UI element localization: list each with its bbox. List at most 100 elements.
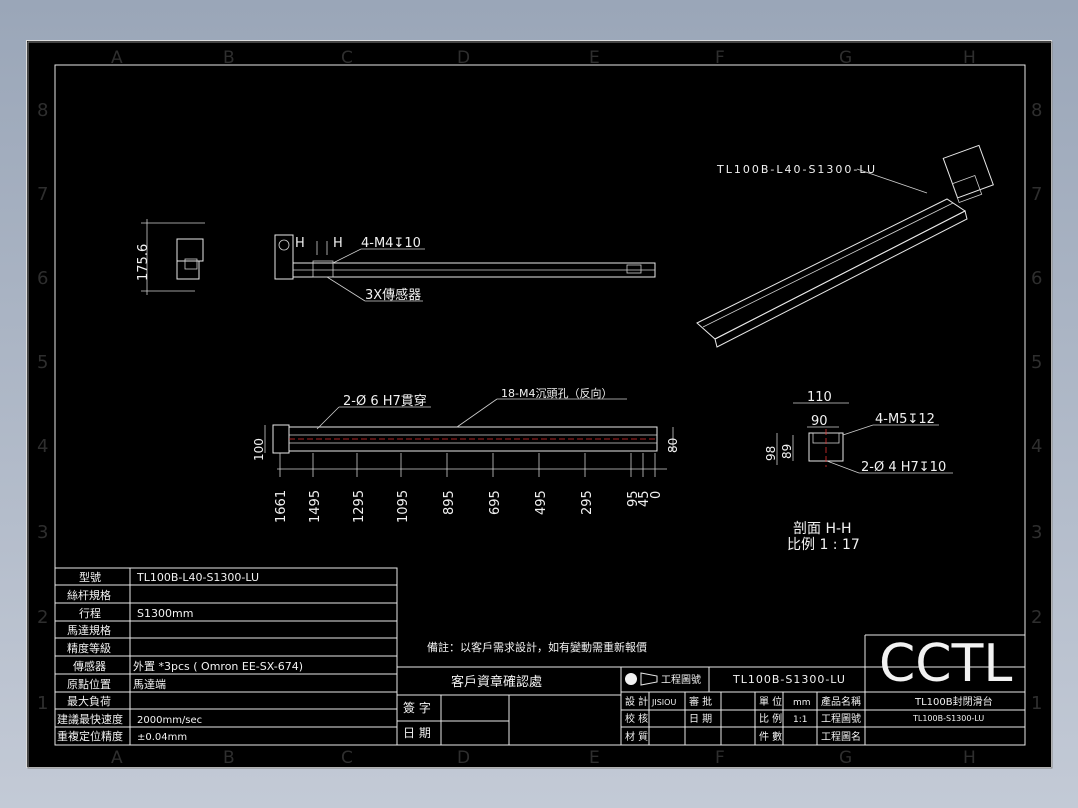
- station-1295: 1295: [352, 490, 367, 523]
- station-95: 95: [626, 490, 641, 507]
- outer-frame: [27, 41, 1053, 769]
- dim-98: 98: [764, 446, 778, 461]
- grid-col-d-bottom: D: [457, 748, 470, 768]
- grid-col-f: F: [715, 48, 725, 68]
- projection-symbol-icon: [625, 673, 637, 685]
- station-labels: 1661 1495 1295 1095 895 695 495 295 95 4…: [274, 490, 664, 523]
- scale-label: 比 例: [759, 712, 782, 725]
- check-label: 校 核: [625, 712, 648, 725]
- grid-row-4-right: 4: [1031, 436, 1042, 457]
- grid-col-f-bottom: F: [715, 748, 725, 768]
- grid-bottom-labels: A B C D E F G H: [111, 748, 976, 768]
- spec-label: 精度等級: [67, 641, 111, 655]
- grid-row-8: 8: [37, 100, 48, 121]
- grid-col-c: C: [341, 48, 353, 68]
- grid-col-h: H: [963, 48, 976, 68]
- grid-row-3: 3: [37, 522, 48, 543]
- grid-col-d: D: [457, 48, 470, 68]
- section-view: 110 90 98 89 4-M5↧12 2-Ø 4 H7↧10 剖面 H-H …: [764, 390, 953, 553]
- grid-col-g-bottom: G: [839, 748, 852, 768]
- iso-label: TL100B-L40-S1300-LU: [716, 163, 877, 176]
- section-mark-right: H: [333, 236, 343, 251]
- grid-col-e: E: [589, 48, 600, 68]
- product-name-label: 產品名稱: [821, 695, 861, 708]
- drawing-note: 備註：以客戶需求設計，如有變動需重新報價: [427, 640, 647, 654]
- drawing-title-label: 工程圖名: [821, 730, 861, 743]
- callout-bottom-holes: 2-Ø 6 H7貫穿: [343, 393, 427, 409]
- grid-row-1-right: 1: [1031, 693, 1042, 714]
- drawing-code-label: 工程圖號: [821, 712, 861, 725]
- grid-row-8-right: 8: [1031, 100, 1042, 121]
- spec-label: 原點位置: [67, 677, 111, 691]
- unit-value: mm: [793, 698, 811, 708]
- spec-value: S1300mm: [137, 607, 193, 620]
- station-695: 695: [488, 490, 503, 515]
- dim-89: 89: [780, 444, 794, 459]
- grid-row-7-right: 7: [1031, 184, 1042, 205]
- grid-right-labels: 8 7 6 5 4 3 2 1: [1031, 100, 1042, 714]
- spec-label: 重複定位精度: [57, 729, 123, 743]
- approve-label: 審 批: [689, 695, 712, 708]
- grid-col-g: G: [839, 48, 852, 68]
- end-view: 175.6: [136, 219, 205, 295]
- section-scale: 比例 1 : 17: [787, 537, 860, 553]
- side-view: H H 4-M4↧10 3X傳感器: [274, 234, 656, 303]
- grid-col-e-bottom: E: [589, 748, 600, 768]
- callout-counterbore: 18-M4沉頭孔（反向）: [501, 386, 612, 400]
- callout-sensor: 3X傳感器: [365, 287, 421, 303]
- grid-col-a-bottom: A: [111, 748, 123, 768]
- station-895: 895: [442, 490, 457, 515]
- product-name: TL100B封閉滑台: [914, 695, 993, 708]
- spec-label: 行程: [79, 607, 101, 620]
- spec-label: 絲杆規格: [67, 588, 111, 602]
- product-code: TL100B-S1300-LU: [912, 714, 984, 723]
- grid-row-7: 7: [37, 184, 48, 205]
- spec-label: 最大負荷: [67, 694, 111, 708]
- grid-col-b-bottom: B: [223, 748, 235, 768]
- grid-row-4: 4: [37, 436, 48, 457]
- station-495: 495: [534, 490, 549, 515]
- design-label: 設 計: [625, 695, 648, 708]
- grid-row-6-right: 6: [1031, 268, 1042, 289]
- front-view: 100 80 2-Ø 6 H7貫穿 18-M4沉頭孔（反向） 1661 1495…: [252, 386, 680, 523]
- drawing-number: TL100B-S1300-LU: [732, 673, 846, 686]
- grid-col-a: A: [111, 48, 123, 68]
- material-label: 材 質: [625, 730, 648, 743]
- station-45: 45: [637, 490, 652, 507]
- projection-label: 工程圖號: [661, 673, 701, 686]
- grid-row-1: 1: [37, 693, 48, 714]
- dim-100: 100: [252, 438, 266, 461]
- confirm-date: 日 期: [403, 726, 431, 740]
- spec-label: 傳感器: [73, 660, 106, 673]
- confirm-title: 客戶資章確認處: [451, 674, 542, 690]
- date-label: 日 期: [689, 713, 712, 725]
- grid-col-b: B: [223, 48, 235, 68]
- spec-value: 2000mm/sec: [137, 715, 202, 726]
- grid-row-5-right: 5: [1031, 352, 1042, 373]
- dim-height: 175.6: [136, 244, 151, 281]
- dim-110: 110: [807, 390, 832, 405]
- designer-name: JISIOU: [651, 698, 676, 707]
- section-mark-left: H: [295, 236, 305, 251]
- scale-value: 1:1: [793, 715, 807, 725]
- spec-value: TL100B-L40-S1300-LU: [136, 571, 259, 584]
- grid-top-labels: A B C D E F G H: [111, 48, 976, 68]
- callout-top-holes: 4-M4↧10: [361, 236, 421, 251]
- grid-row-6: 6: [37, 268, 48, 289]
- grid-left-labels: 8 7 6 5 4 3 2 1: [37, 100, 48, 714]
- section-name: 剖面 H-H: [793, 521, 852, 537]
- unit-label: 單 位: [759, 695, 782, 708]
- spec-label: 建議最快速度: [57, 712, 123, 726]
- title-block: 工程圖號 TL100B-S1300-LU 設 計 JISIOU 審 批 單 位 …: [620, 634, 1026, 746]
- projection-cone-icon: [640, 672, 658, 686]
- grid-row-2-right: 2: [1031, 607, 1042, 628]
- spec-table: 型號 TL100B-L40-S1300-LU 絲杆規格 行程 S1300mm 馬…: [54, 567, 398, 746]
- callout-pin: 2-Ø 4 H7↧10: [861, 460, 946, 475]
- spec-value: 外置 *3pcs ( Omron EE-SX-674): [133, 660, 303, 673]
- grid-row-5: 5: [37, 352, 48, 373]
- spec-value: 馬達端: [133, 678, 166, 691]
- spec-label: 馬達規格: [67, 623, 111, 637]
- drawing-sheet: A B C D E F G H A B C D E F G H 8 7 6 5 …: [26, 40, 1053, 769]
- station-295: 295: [580, 490, 595, 515]
- confirm-block: 客戶資章確認處 簽 字 日 期: [396, 666, 622, 746]
